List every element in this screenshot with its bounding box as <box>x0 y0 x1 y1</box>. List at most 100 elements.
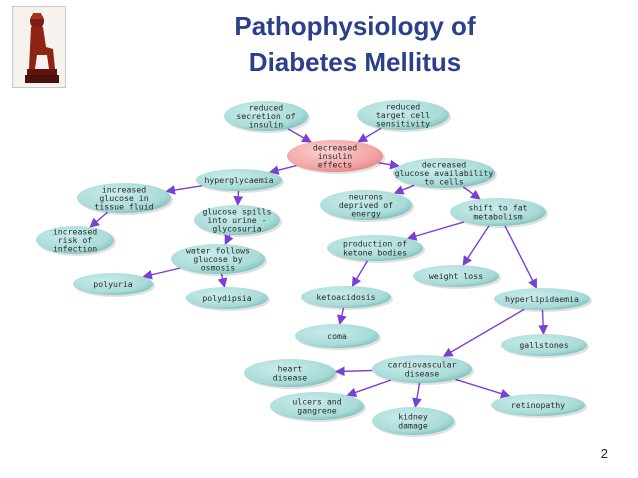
arrow-shift-to-fat-to-production-ketone <box>406 221 465 241</box>
arrow-decreased-insulin-to-hyperglycaemia <box>268 164 297 175</box>
node-shape <box>327 235 423 261</box>
node-shape <box>171 244 265 274</box>
node-shape <box>301 286 391 308</box>
node-label: ulcers and <box>292 397 341 407</box>
arrow-cardiovascular-to-ulcers <box>346 379 392 398</box>
node-label: risk of <box>58 235 93 245</box>
node-label: ketone bodies <box>343 247 407 257</box>
node-hyperlipidaemia: hyperlipidaemia <box>494 288 592 312</box>
node-label: kidney <box>398 412 428 422</box>
arrow-shift-to-fat-to-weight-loss <box>462 225 490 267</box>
node-label: increased <box>53 226 97 236</box>
node-shape <box>186 287 268 309</box>
node-shape <box>196 169 282 191</box>
node-shape <box>372 355 472 383</box>
node-label: tissue fluid <box>94 202 153 212</box>
node-label: deprived of <box>339 200 393 210</box>
node-label: heart <box>278 364 303 374</box>
arrow-reduced-sensitivity-to-decreased-insulin <box>357 127 382 143</box>
arrow-decreased-glucose-to-neurons-deprived <box>393 184 415 195</box>
node-label: sensitivity <box>376 119 430 129</box>
node-label: increased <box>102 184 146 194</box>
page-number: 2 <box>600 446 608 461</box>
arrow-cardiovascular-to-kidney <box>412 382 422 408</box>
node-coma: coma <box>295 324 381 350</box>
node-label: gangrene <box>297 405 337 415</box>
node-retinopathy: retinopathy <box>491 394 587 418</box>
node-label: glucose in <box>99 193 148 203</box>
arrow-ketoacidosis-to-coma <box>337 307 347 325</box>
arrow-hyperlipidaemia-to-cardiovascular <box>442 308 525 358</box>
node-shape <box>194 205 280 235</box>
node-polydipsia: polydipsia <box>186 287 270 311</box>
node-shape <box>77 183 171 213</box>
arrow-production-ketone-to-ketoacidosis <box>351 260 369 287</box>
arrow-water-follows-to-polyuria <box>142 267 181 280</box>
node-label: insulin <box>249 120 284 130</box>
node-label: insulin <box>318 151 353 161</box>
node-label: energy <box>351 209 381 219</box>
arrow-decreased-glucose-to-shift-to-fat <box>462 186 481 200</box>
node-label: glycosuria <box>212 224 261 234</box>
node-label: neurons <box>349 191 384 201</box>
node-label: cardiovascular <box>387 360 456 370</box>
arrow-reduced-secretion-to-decreased-insulin <box>287 128 312 143</box>
node-label: effects <box>318 160 353 170</box>
node-shape <box>73 273 153 295</box>
slide-title-line-2: Diabetes Mellitus <box>248 47 462 77</box>
node-label: polydipsia <box>202 293 251 303</box>
arrow-hyperlipidaemia-to-gallstones <box>538 309 549 335</box>
node-shape <box>393 158 495 188</box>
node-label: reduced <box>249 102 284 112</box>
node-ketoacidosis: ketoacidosis <box>301 286 393 310</box>
node-shape <box>501 334 587 356</box>
slide-title-line-1: Pathophysiology of <box>234 11 476 41</box>
node-label: metabolism <box>473 211 522 221</box>
arrow-cardiovascular-to-heart-disease <box>334 366 373 377</box>
node-shape <box>494 288 590 310</box>
node-weight-loss: weight loss <box>413 265 501 289</box>
node-label: production of <box>343 239 407 249</box>
node-shape <box>491 394 585 416</box>
node-label: weight loss <box>429 271 483 281</box>
node-label: gallstones <box>519 340 568 350</box>
node-label: decreased <box>422 159 466 169</box>
node-label: infection <box>53 244 97 254</box>
node-shape <box>357 100 449 130</box>
arrow-shift-to-fat-to-hyperlipidaemia <box>504 225 538 289</box>
node-shape <box>320 190 412 220</box>
arrow-glucose-spills-to-water-follows <box>224 234 234 246</box>
node-shape <box>224 101 308 131</box>
arrow-cardiovascular-to-retinopathy <box>455 378 511 399</box>
node-polyuria: polyuria <box>73 273 155 297</box>
arrow-hyperglycaemia-to-glucose-spills <box>233 190 244 206</box>
node-label: glucose by <box>193 254 242 264</box>
node-label: reduced <box>386 101 421 111</box>
pharaoh-figure-icon <box>12 6 66 88</box>
node-shape <box>244 359 336 387</box>
node-label: damage <box>398 420 428 430</box>
edges-layer <box>89 127 549 408</box>
arrow-hyperglycaemia-to-increased-glucose <box>165 185 203 195</box>
node-label: disease <box>273 372 308 382</box>
node-gallstones: gallstones <box>501 334 589 358</box>
node-label: shift to fat <box>468 203 527 213</box>
node-label: coma <box>327 331 347 341</box>
node-label: to cells <box>424 177 464 187</box>
node-label: decreased <box>313 142 357 152</box>
node-shape <box>372 407 454 435</box>
node-label: retinopathy <box>511 400 565 410</box>
